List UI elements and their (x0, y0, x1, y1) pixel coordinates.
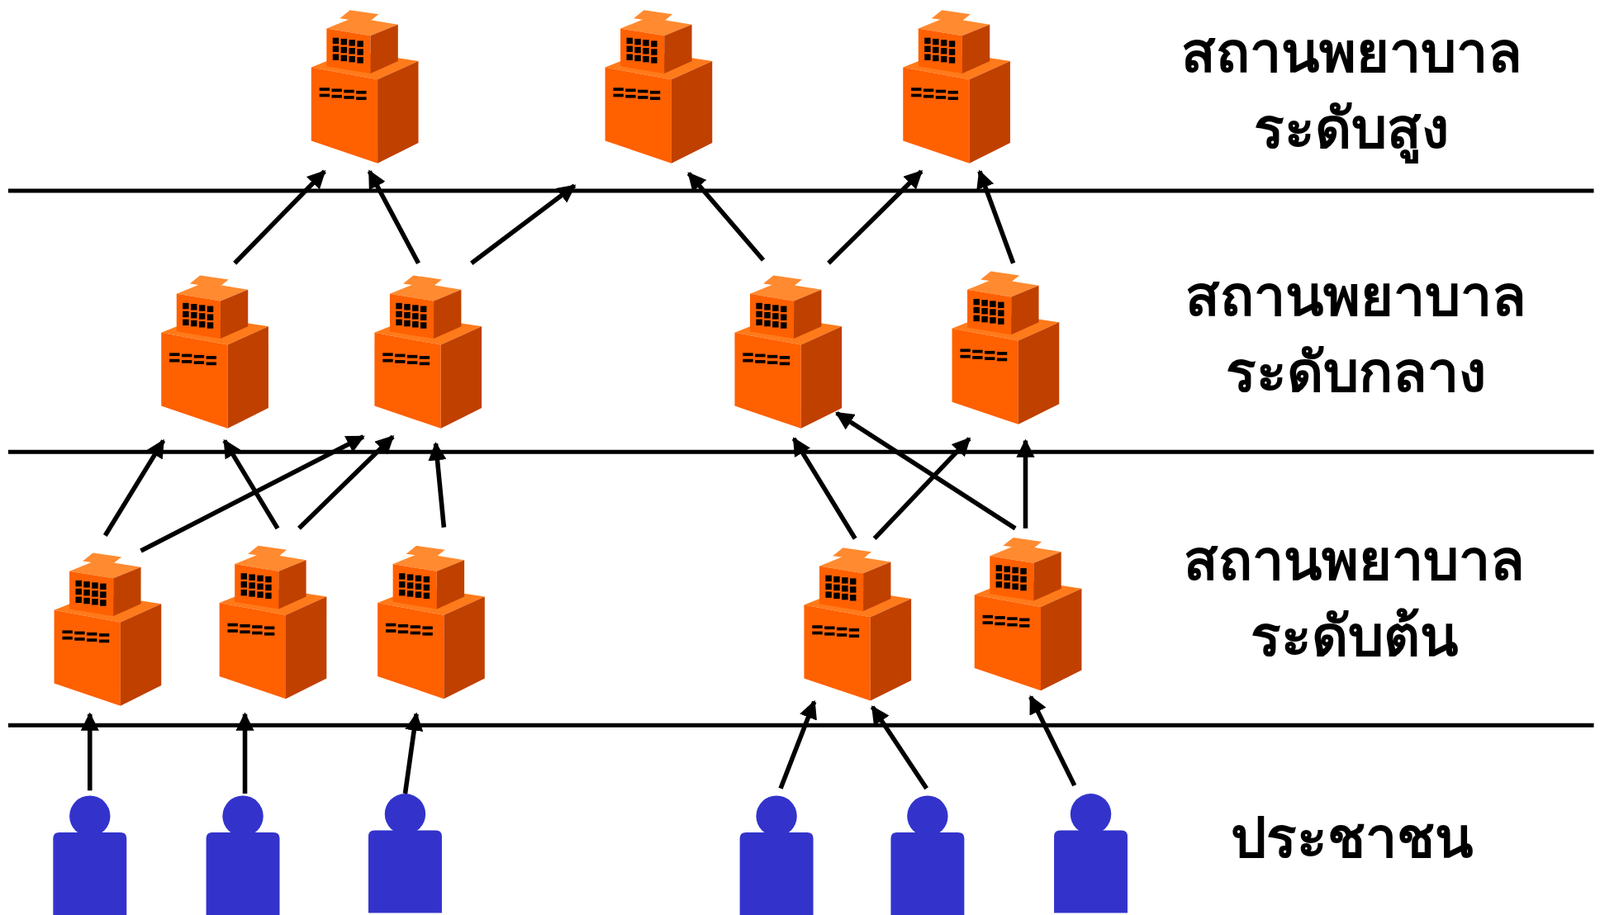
level-divider (8, 190, 1595, 726)
population-label: ประชาชน (1120, 800, 1583, 877)
person-icons (52, 793, 1128, 915)
level-label: สถานพยาบาล ระดับกลาง (1124, 258, 1587, 411)
level-label: สถานพยาบาล ระดับต้น (1122, 522, 1586, 675)
level-label: สถานพยาบาล ระดับสูง (1120, 14, 1583, 167)
referral-arrows (90, 171, 1075, 794)
hospital-icons (54, 9, 1083, 706)
